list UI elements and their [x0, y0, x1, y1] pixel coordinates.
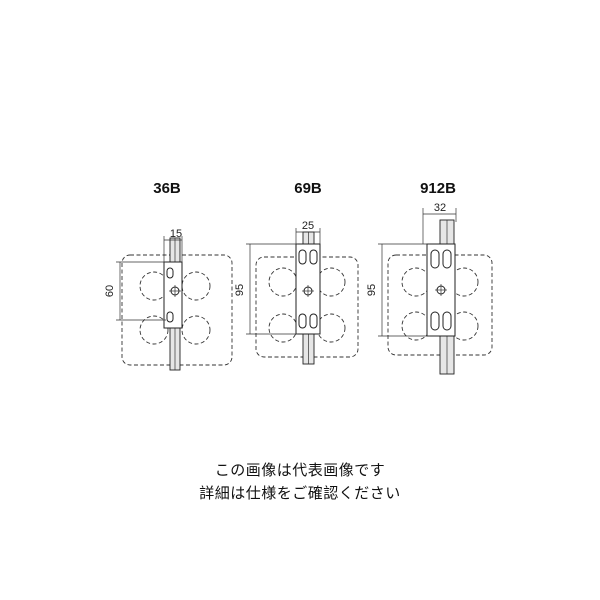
hole-outline — [268, 267, 298, 297]
hole-outline — [268, 313, 298, 343]
diagram-36b: 36B 15 60 — [104, 180, 233, 371]
hole-outline — [316, 267, 346, 297]
slot — [166, 267, 174, 279]
model-label-69b: 69B — [294, 180, 322, 197]
hole-outline — [316, 313, 346, 343]
slot — [442, 311, 452, 331]
slot — [166, 311, 174, 323]
model-label-36b: 36B — [153, 180, 181, 197]
slot — [430, 311, 440, 331]
hole-outline — [181, 271, 211, 301]
slot — [298, 313, 307, 329]
hole-outline — [181, 315, 211, 345]
model-label-912b: 912B — [420, 180, 456, 197]
hole-outline — [449, 267, 479, 297]
slot — [442, 249, 452, 269]
diagram-69b: 69B 25 95 — [234, 180, 359, 365]
dimension-width-36b: 15 — [170, 228, 182, 240]
disclaimer-line-1: この画像は代表画像です — [214, 461, 386, 479]
hole-outline — [401, 267, 431, 297]
dimension-height-36b: 60 — [104, 285, 116, 297]
dimension-width-69b: 25 — [302, 220, 314, 232]
dimension-width-912b: 32 — [434, 202, 446, 214]
slot — [430, 249, 440, 269]
hole-outline — [139, 315, 169, 345]
dimension-height-69b: 95 — [234, 284, 246, 296]
slot — [298, 249, 307, 265]
disclaimer-line-2: 詳細は仕様をご確認ください — [199, 484, 401, 502]
dimension-height-912b: 95 — [366, 284, 378, 296]
slot — [309, 313, 318, 329]
hole-outline — [449, 311, 479, 341]
slot — [309, 249, 318, 265]
diagram-912b: 912B 32 95 — [366, 180, 493, 375]
